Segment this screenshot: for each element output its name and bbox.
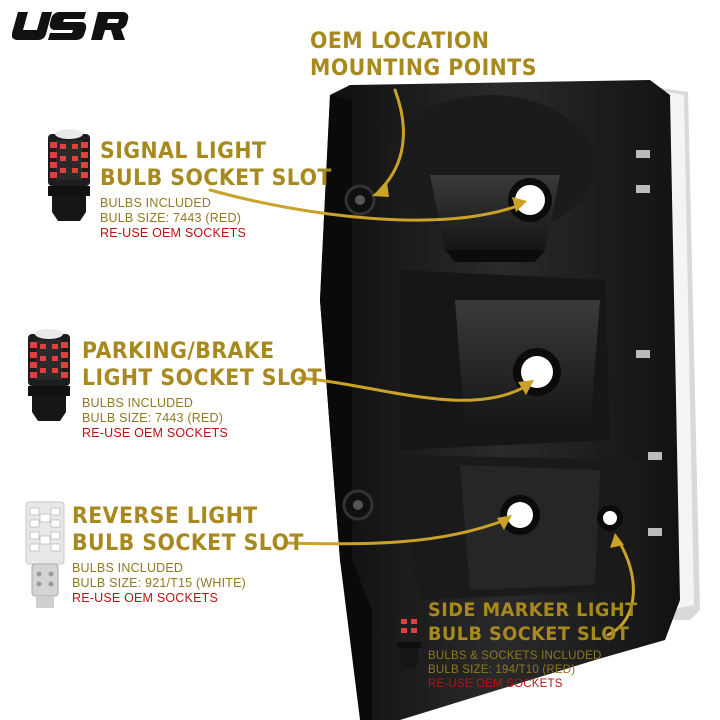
bulb-921-white-icon — [22, 500, 68, 610]
callout-oem-mounting: OEM LOCATION MOUNTING POINTS — [310, 28, 554, 82]
callout-reuse-sockets: RE-USE OEM SOCKETS — [428, 678, 563, 690]
tail-light-housing — [300, 70, 710, 720]
callout-bulb-size: BULB SIZE: 194/T10 (RED) — [428, 664, 576, 676]
callout-heading-line2: BULB SOCKET SLOT — [428, 623, 630, 645]
callout-parking-brake: PARKING/BRAKE LIGHT SOCKET SLOT BULBS IN… — [82, 338, 340, 441]
callout-bulb-size: BULB SIZE: 921/T15 (WHITE) — [72, 576, 246, 590]
callout-heading-line1: SIGNAL LIGHT — [100, 139, 267, 164]
callout-bulb-size: BULB SIZE: 7443 (RED) — [82, 411, 224, 425]
callout-heading-line2: LIGHT SOCKET SLOT — [82, 366, 322, 391]
callout-bulbs-included: BULBS INCLUDED — [82, 396, 194, 410]
callout-heading-line1: OEM LOCATION — [310, 29, 490, 54]
callout-reverse-light: REVERSE LIGHT BULB SOCKET SLOT BULBS INC… — [72, 503, 321, 606]
callout-signal-light: SIGNAL LIGHT BULB SOCKET SLOT BULBS INCL… — [100, 138, 349, 241]
callout-reuse-sockets: RE-USE OEM SOCKETS — [82, 426, 228, 440]
callout-heading-line2: MOUNTING POINTS — [310, 56, 537, 81]
bulb-7443-red-icon — [22, 328, 76, 423]
callout-bulbs-included: BULBS & SOCKETS INCLUDED — [428, 650, 602, 662]
callout-side-marker: SIDE MARKER LIGHT BULB SOCKET SLOT BULBS… — [428, 598, 653, 691]
usr-logo — [12, 10, 130, 42]
bulb-7443-red-icon — [42, 128, 96, 223]
callout-heading-line2: BULB SOCKET SLOT — [100, 166, 332, 191]
callout-heading-line1: REVERSE LIGHT — [72, 504, 258, 529]
callout-bulbs-included: BULBS INCLUDED — [72, 561, 184, 575]
callout-bulbs-included: BULBS INCLUDED — [100, 196, 212, 210]
callout-heading-line1: PARKING/BRAKE — [82, 339, 275, 364]
bulb-194-red-icon — [395, 614, 423, 670]
callout-reuse-sockets: RE-USE OEM SOCKETS — [72, 591, 218, 605]
callout-heading-line1: SIDE MARKER LIGHT — [428, 599, 638, 621]
callout-reuse-sockets: RE-USE OEM SOCKETS — [100, 226, 246, 240]
callout-heading-line2: BULB SOCKET SLOT — [72, 531, 304, 556]
callout-bulb-size: BULB SIZE: 7443 (RED) — [100, 211, 242, 225]
